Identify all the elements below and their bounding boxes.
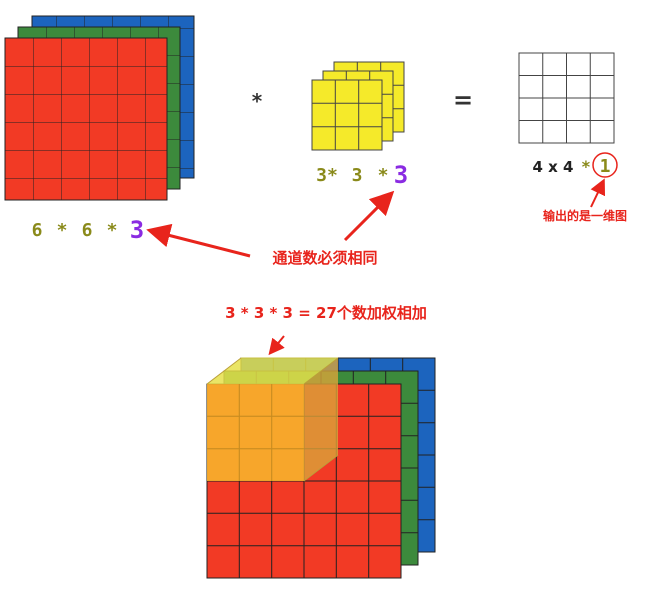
kernel-dim-a: 3* — [316, 165, 338, 186]
output-channel-circle — [592, 152, 618, 178]
weighted-sum-arrow — [268, 335, 285, 356]
input-dims-label: 6 * 6 * 3 — [32, 216, 145, 244]
conv-operator: * — [252, 89, 263, 113]
kernel-dim-c: 3 — [394, 161, 408, 189]
channels-arrow-to-input — [146, 223, 251, 258]
input-red-channel — [4, 37, 168, 201]
output-dim-prefix: 4 x 4 — [533, 158, 574, 176]
weighted-sum-note: 3 * 3 * 3 = 27个数加权相加 — [225, 304, 427, 322]
kernel-dim-b: 3 — [352, 165, 363, 186]
channels-arrow-to-kernel — [343, 190, 395, 242]
kernel-volume — [311, 61, 405, 151]
output-map — [518, 52, 615, 144]
output-2d-note: 输出的是一维图 — [543, 208, 627, 223]
equals-sign: = — [453, 86, 473, 114]
kernel-dim-op: * — [378, 165, 389, 186]
overlay-kernel-cube — [206, 357, 339, 482]
input-volume — [4, 15, 195, 201]
kernel-dims-label: 3* 3 * 3 — [316, 161, 408, 189]
input-dim-op2: * — [107, 220, 118, 241]
input-dim-c: 3 — [130, 216, 144, 244]
overlay-illustration — [206, 357, 436, 579]
kernel-front-layer — [311, 79, 383, 151]
input-dim-op1: * — [57, 220, 68, 241]
input-dim-b: 6 — [82, 220, 93, 241]
output-dims-label: 4 x 4 * 1 — [533, 152, 618, 178]
output-dim-c: 1 — [600, 156, 611, 177]
channels-match-note: 通道数必须相同 — [272, 249, 377, 267]
output-annotation-arrow — [590, 178, 606, 208]
input-dim-a: 6 — [32, 220, 43, 241]
output-dim-op: * — [581, 157, 591, 176]
